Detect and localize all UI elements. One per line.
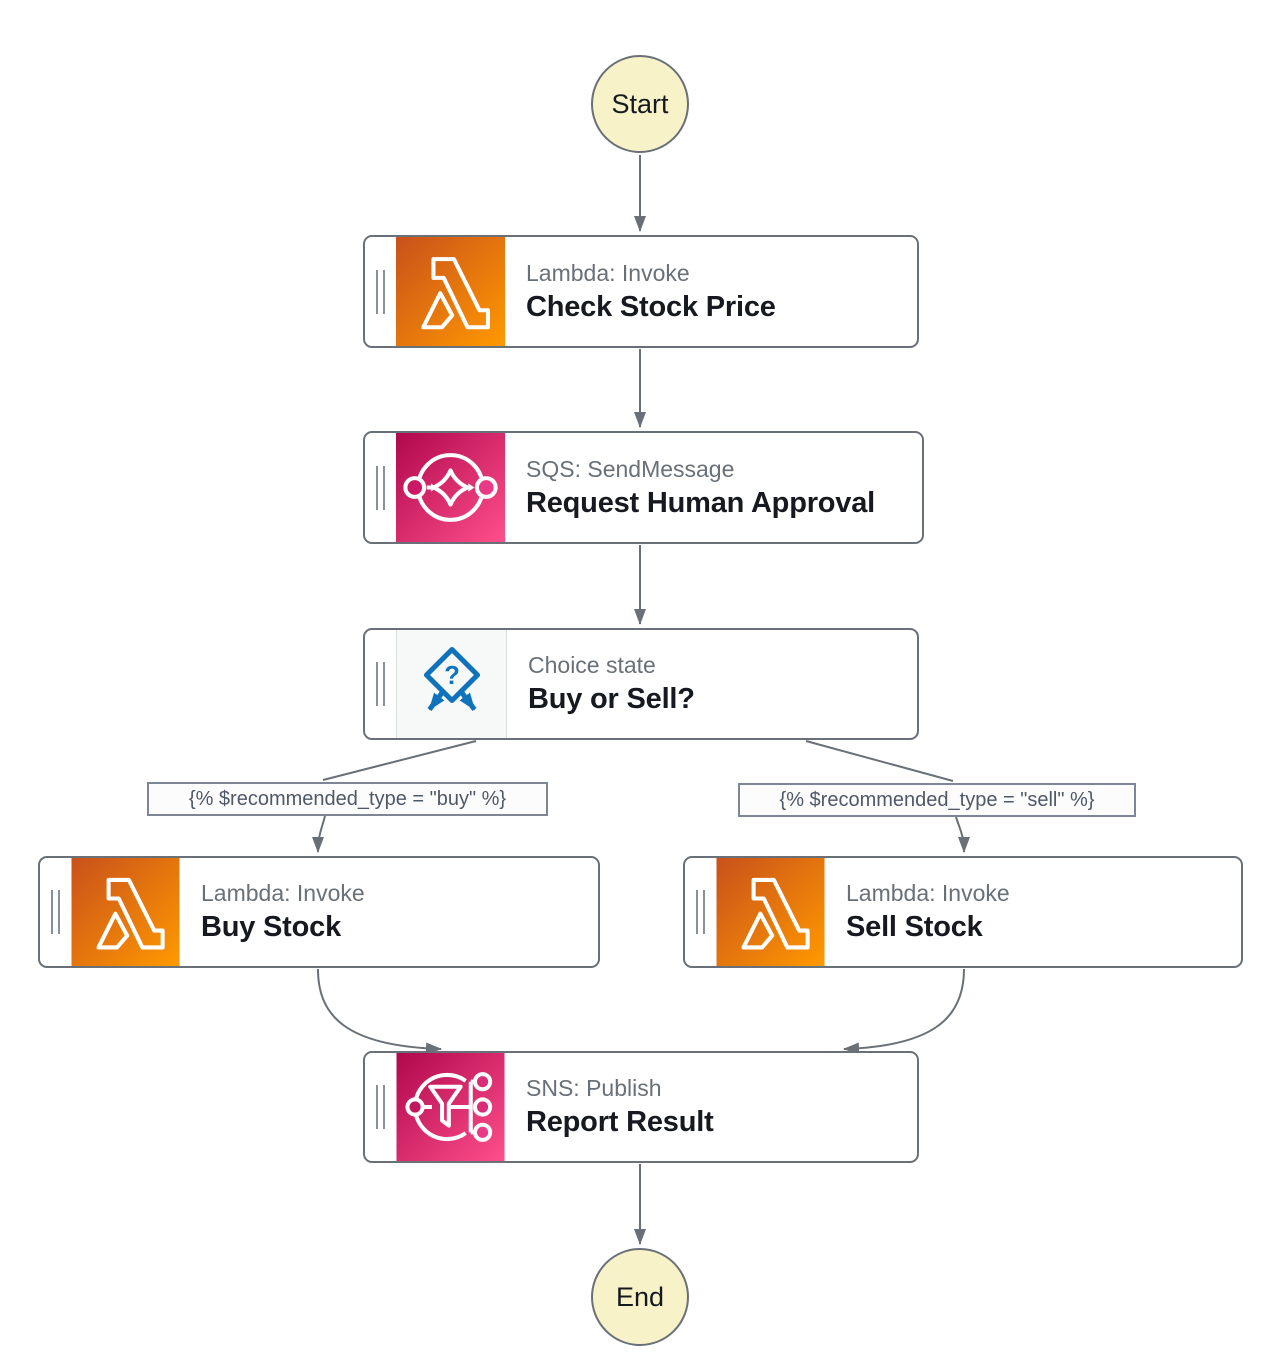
condition-label-sell: {% $recommended_type = "sell" %} [738,783,1136,817]
start-label: Start [611,88,669,119]
choice-question-glyph: ? [444,662,460,690]
connector-sell-label-to-sell-stock [955,816,970,853]
state-title: Request Human Approval [526,486,876,519]
state-node-report-result[interactable]: SNS: Publish Report Result [363,1051,919,1163]
lambda-icon [716,858,825,966]
drag-handle-icon[interactable] [365,237,396,346]
state-title: Report Result [526,1106,714,1139]
state-node-sell-stock[interactable]: Lambda: Invoke Sell Stock [683,856,1243,968]
connector-buy-stock-to-report-result [317,968,442,1055]
state-type-label: Lambda: Invoke [201,880,365,907]
drag-handle-icon[interactable] [365,1053,396,1161]
state-title: Check Stock Price [526,290,776,323]
state-type-label: SNS: Publish [526,1075,662,1102]
condition-label-buy: {% $recommended_type = "buy" %} [147,782,548,816]
connector-buy-label-to-buy-stock [312,815,326,853]
choice-icon: ? [396,630,507,738]
state-node-buy-stock[interactable]: Lambda: Invoke Buy Stock [38,856,600,968]
end-terminal: End [591,1248,689,1346]
drag-handle-icon[interactable] [365,630,396,738]
condition-text: {% $recommended_type = "buy" %} [188,787,507,810]
state-node-request-human-approval[interactable]: SQS: SendMessage Request Human Approval [363,431,924,544]
sns-icon [396,1053,505,1161]
state-node-buy-or-sell[interactable]: ? Choice state Buy or Sell? [363,628,919,740]
condition-text: {% $recommended_type = "sell" %} [779,788,1095,811]
drag-handle-icon[interactable] [685,858,716,966]
drag-handle-icon[interactable] [40,858,71,966]
connector-sell-stock-to-report-result [843,968,965,1055]
state-type-label: SQS: SendMessage [526,455,735,482]
lambda-icon [71,858,180,966]
lambda-icon [396,237,505,346]
sqs-icon [396,433,505,542]
state-type-label: Choice state [528,652,656,679]
state-type-label: Lambda: Invoke [526,259,690,286]
drag-handle-icon[interactable] [365,433,396,542]
state-title: Sell Stock [846,911,983,944]
state-type-label: Lambda: Invoke [846,880,1010,907]
state-title: Buy or Sell? [528,683,695,716]
state-node-check-stock-price[interactable]: Lambda: Invoke Check Stock Price [363,235,919,348]
start-terminal: Start [591,55,689,153]
connector-buy-or-sell-to-buy-label [322,740,477,781]
state-title: Buy Stock [201,911,342,944]
connector-buy-or-sell-to-sell-label [805,740,954,782]
end-label: End [615,1281,665,1312]
